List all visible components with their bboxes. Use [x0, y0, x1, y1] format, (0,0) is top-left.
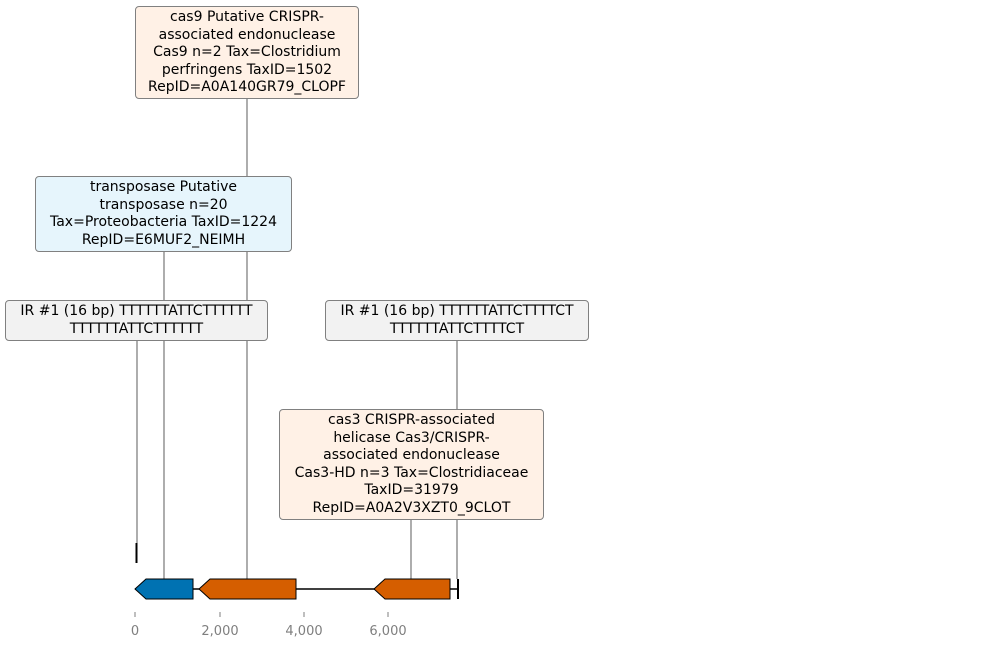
axis-tick-label-4000: 4,000 — [285, 624, 323, 639]
label-cas3-line-3: associated endonuclease — [323, 447, 500, 463]
label-cas3-line-4: Cas3-HD n=3 Tax=Clostridiaceae — [294, 464, 529, 481]
label-inverted-repeat-right: IR #1 (16 bp) TTTTTTATTCTTTTCT TTTTTTATT… — [325, 300, 589, 341]
label-inverted-repeat-left: IR #1 (16 bp) TTTTTTATTCTTTTTT TTTTTTATT… — [5, 300, 268, 341]
label-transposase-line-3: Tax=Proteobacteria TaxID=1224 — [49, 214, 277, 230]
label-cas9: cas9 Putative CRISPR- associated endonuc… — [135, 6, 359, 99]
label-ir-left-line-1: IR #1 (16 bp) TTTTTTATTCTTTTTT — [20, 303, 253, 319]
label-transposase: transposase Putative transposase n=20 Ta… — [35, 176, 292, 252]
label-ir-right-line-2: TTTTTTATTCTTTTCT — [389, 320, 525, 337]
axis-tick-label-0: 0 — [130, 624, 140, 639]
label-cas3-line-6: RepID=A0A2V3XZT0_9CLOT — [312, 499, 511, 516]
gene-arrow-cas9[interactable] — [198, 578, 297, 600]
label-cas9-line-2: associated endonuclease — [158, 26, 336, 43]
label-cas9-line-3: Cas9 n=2 Tax=Clostridium — [153, 44, 341, 60]
label-ir-left-line-2: TTTTTTATTCTTTTTT — [69, 320, 204, 337]
label-cas9-line-5: RepID=A0A140GR79_CLOPF — [147, 79, 346, 95]
label-cas3-line-5: TaxID=31979 — [364, 482, 459, 498]
label-transposase-line-1: transposase Putative — [89, 179, 238, 195]
label-transposase-line-4: RepID=E6MUF2_NEIMH — [81, 231, 246, 248]
axis-tick-label-2000: 2,000 — [201, 624, 239, 639]
label-cas3-line-2: helicase Cas3/CRISPR- — [333, 429, 490, 446]
axis-tick-label-6000: 6,000 — [369, 624, 407, 639]
label-cas3-line-1: cas3 CRISPR-associated — [328, 412, 495, 428]
label-cas9-line-4: perfringens TaxID=1502 — [161, 61, 333, 78]
label-ir-right-line-1: IR #1 (16 bp) TTTTTTATTCTTTTCT — [340, 303, 574, 319]
gene-arrow-cas3[interactable] — [373, 578, 451, 600]
label-transposase-line-2: transposase n=20 — [99, 196, 228, 213]
gene-arrow-transposase[interactable] — [134, 578, 194, 600]
label-cas3: cas3 CRISPR-associated helicase Cas3/CRI… — [279, 409, 544, 520]
label-cas9-line-1: cas9 Putative CRISPR- — [170, 9, 324, 25]
